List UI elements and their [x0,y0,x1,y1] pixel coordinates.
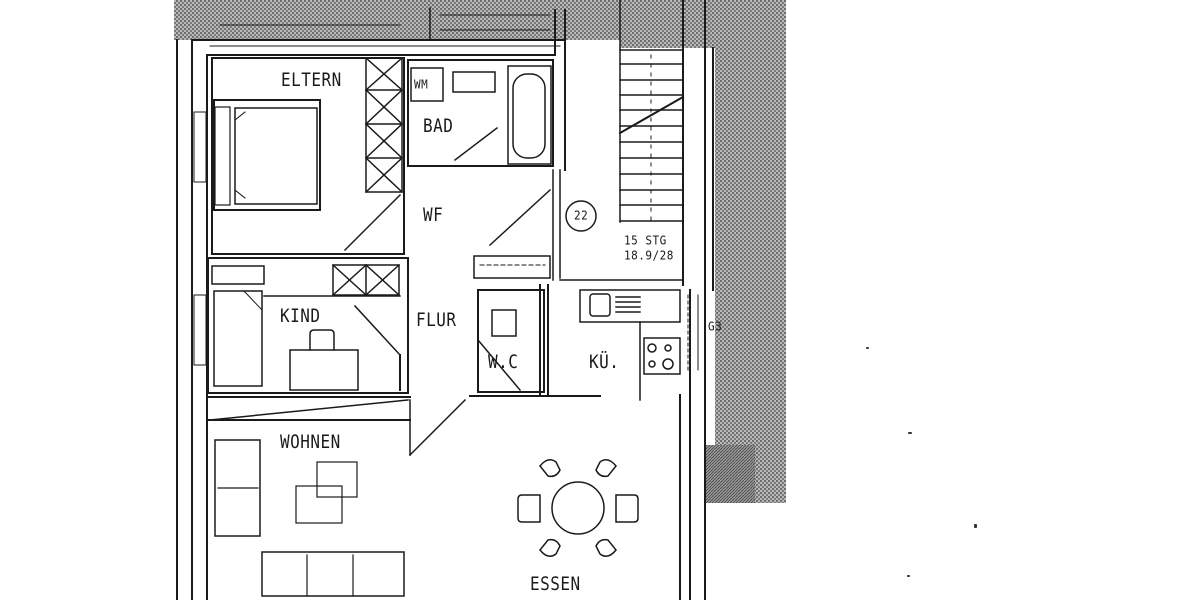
exterior-wall-left [176,39,208,600]
stair-steps-label: 15 STG [624,233,667,248]
scan-speck [974,524,977,528]
room-label-kind: KIND [280,304,321,327]
room-label-wohnen: WOHNEN [280,430,341,453]
room-label-essen: ESSEN [530,572,581,595]
room-wohnen [207,398,467,597]
exterior-wall-top [191,7,566,171]
window-kitchen [687,294,699,371]
room-label-wm: WM [414,77,429,92]
stair-dimension-label: 18.9/28 [624,248,674,263]
scan-speck [908,432,912,434]
room-label-bad: BAD [423,114,454,137]
room-label-wf: WF [423,203,444,226]
room-bad [407,59,554,167]
room-label-eltern: ELTERN [281,68,342,91]
hatched-exterior [174,0,786,503]
dining-table [517,459,639,557]
scan-speck [866,347,869,349]
unit-number: 22 [574,208,589,223]
scan-speck [907,575,910,577]
staircase [559,0,685,279]
hall-doors [343,169,684,281]
wardrobe-kind [331,263,401,297]
exterior-wall-right [679,0,714,600]
room-kind [207,257,411,398]
exterior-label: G3 [708,319,723,334]
room-kueche [579,289,681,401]
wardrobe-eltern [364,56,404,194]
windows-left [193,111,207,366]
room-eltern [211,57,405,255]
room-label-kueche: KÜ. [589,350,620,373]
unit-number-circle [565,200,597,232]
room-label-wc: W.C [488,350,519,373]
room-label-flur: FLUR [416,308,457,331]
room-wc [469,255,601,397]
